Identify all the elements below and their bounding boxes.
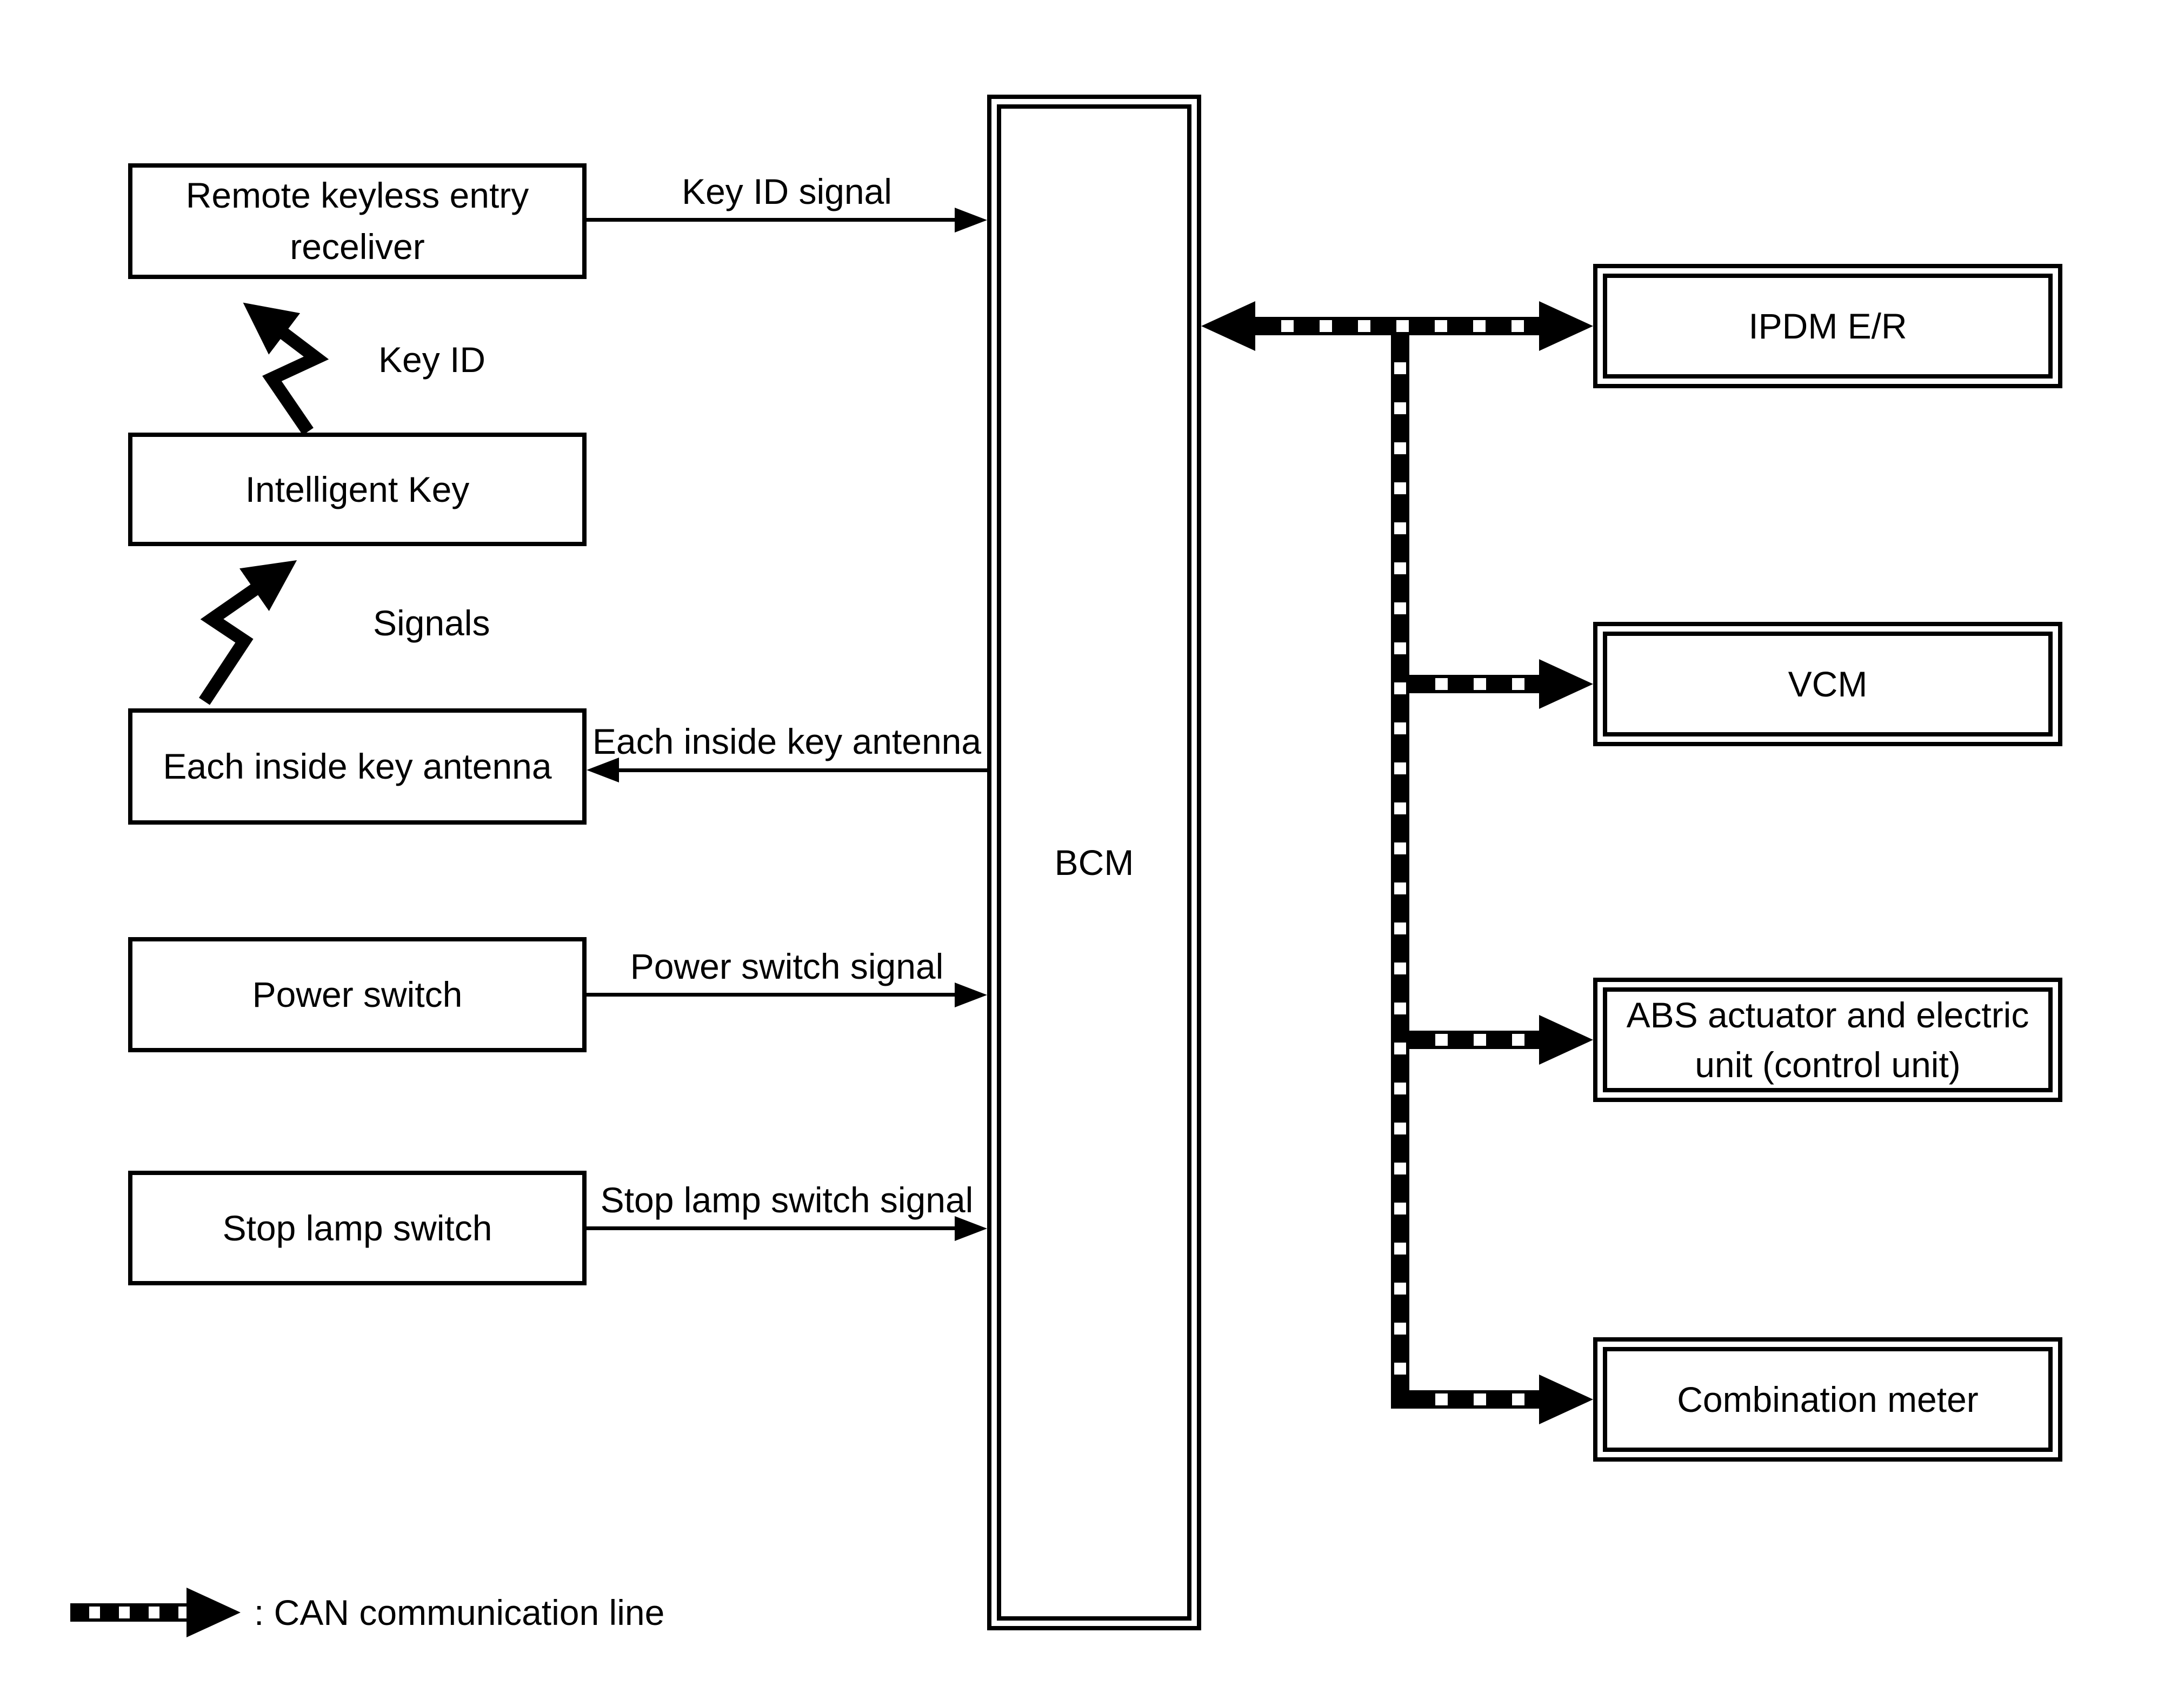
key-id-signal-arrow-line — [587, 218, 957, 222]
can-arrowhead-left-icon — [1201, 301, 1255, 351]
node-power-switch: Power switch — [128, 937, 587, 1052]
node-label: Power switch — [252, 974, 463, 1014]
zigzag-rf-arrow-signals-icon — [198, 560, 297, 705]
power-switch-signal-arrowhead-icon — [955, 983, 987, 1007]
node-intelligent-key: Intelligent Key — [128, 433, 587, 546]
legend-can-arrowhead-icon — [187, 1588, 241, 1637]
node-remote-keyless-entry-receiver: Remote keyless entry receliver — [128, 163, 587, 279]
can-branch-vcm — [1409, 675, 1539, 693]
key-id-signal-label: Key ID signal — [682, 171, 892, 211]
node-abs-actuator: ABS actuator and electric unit (control … — [1593, 978, 2062, 1102]
can-branch-combination-meter — [1409, 1390, 1539, 1409]
stop-lamp-switch-signal-arrow-line — [587, 1226, 957, 1230]
each-inside-key-antenna-arrow-line — [617, 768, 987, 772]
node-bcm-inner-border: BCM — [997, 104, 1191, 1621]
node-label: Stop lamp switch — [222, 1207, 492, 1248]
node-abs-actuator-inner-border: ABS actuator and electric unit (control … — [1603, 987, 2053, 1092]
node-label: ABS actuator and electric — [1626, 995, 2029, 1035]
legend-can-line-sample-icon — [70, 1603, 187, 1622]
node-label: Each inside key antenna — [163, 746, 552, 786]
node-label: Combination meter — [1677, 1379, 1979, 1419]
node-ipdm-er: IPDM E/R — [1593, 264, 2062, 388]
node-vcm-inner-border: VCM — [1603, 632, 2053, 736]
node-label: IPDM E/R — [1748, 306, 1907, 346]
node-stop-lamp-switch: Stop lamp switch — [128, 1171, 587, 1285]
node-label: Intelligent Key — [245, 469, 470, 509]
power-switch-signal-label: Power switch signal — [630, 946, 944, 986]
node-combination-meter: Combination meter — [1593, 1337, 2062, 1462]
key-id-signal-arrowhead-icon — [955, 208, 987, 233]
each-inside-key-antenna-arrow-label: Each inside key antenna — [592, 721, 982, 761]
node-label: receliver — [290, 227, 425, 267]
legend-can-line-label: : CAN communication line — [254, 1592, 665, 1632]
can-arrowhead-vcm-icon — [1539, 659, 1593, 709]
can-arrowhead-abs-icon — [1539, 1015, 1593, 1065]
can-trunk-line — [1391, 334, 1409, 1390]
can-arrowhead-right-icon — [1539, 301, 1593, 351]
stop-lamp-switch-signal-arrowhead-icon — [955, 1216, 987, 1241]
zigzag-rf-arrow-key-id-icon — [243, 302, 329, 435]
each-inside-key-antenna-arrowhead-icon — [587, 758, 619, 782]
node-label: unit (control unit) — [1695, 1045, 1961, 1085]
can-line-bcm-ipdm — [1255, 317, 1539, 335]
can-branch-abs — [1409, 1031, 1539, 1049]
signals-label: Signals — [373, 603, 490, 643]
node-label: VCM — [1788, 663, 1868, 704]
can-elbow-corner — [1391, 1390, 1409, 1409]
can-arrowhead-combination-meter-icon — [1539, 1375, 1593, 1424]
key-id-label: Key ID — [378, 340, 486, 380]
power-switch-signal-arrow-line — [587, 993, 957, 997]
node-vcm: VCM — [1593, 622, 2062, 746]
node-each-inside-key-antenna: Each inside key antenna — [128, 708, 587, 825]
node-label: BCM — [1054, 842, 1134, 882]
node-combination-meter-inner-border: Combination meter — [1603, 1347, 2053, 1452]
node-ipdm-er-inner-border: IPDM E/R — [1603, 274, 2053, 379]
node-label: Remote keyless entry — [185, 175, 529, 215]
stop-lamp-switch-signal-label: Stop lamp switch signal — [600, 1180, 974, 1220]
node-bcm: BCM — [987, 95, 1201, 1630]
